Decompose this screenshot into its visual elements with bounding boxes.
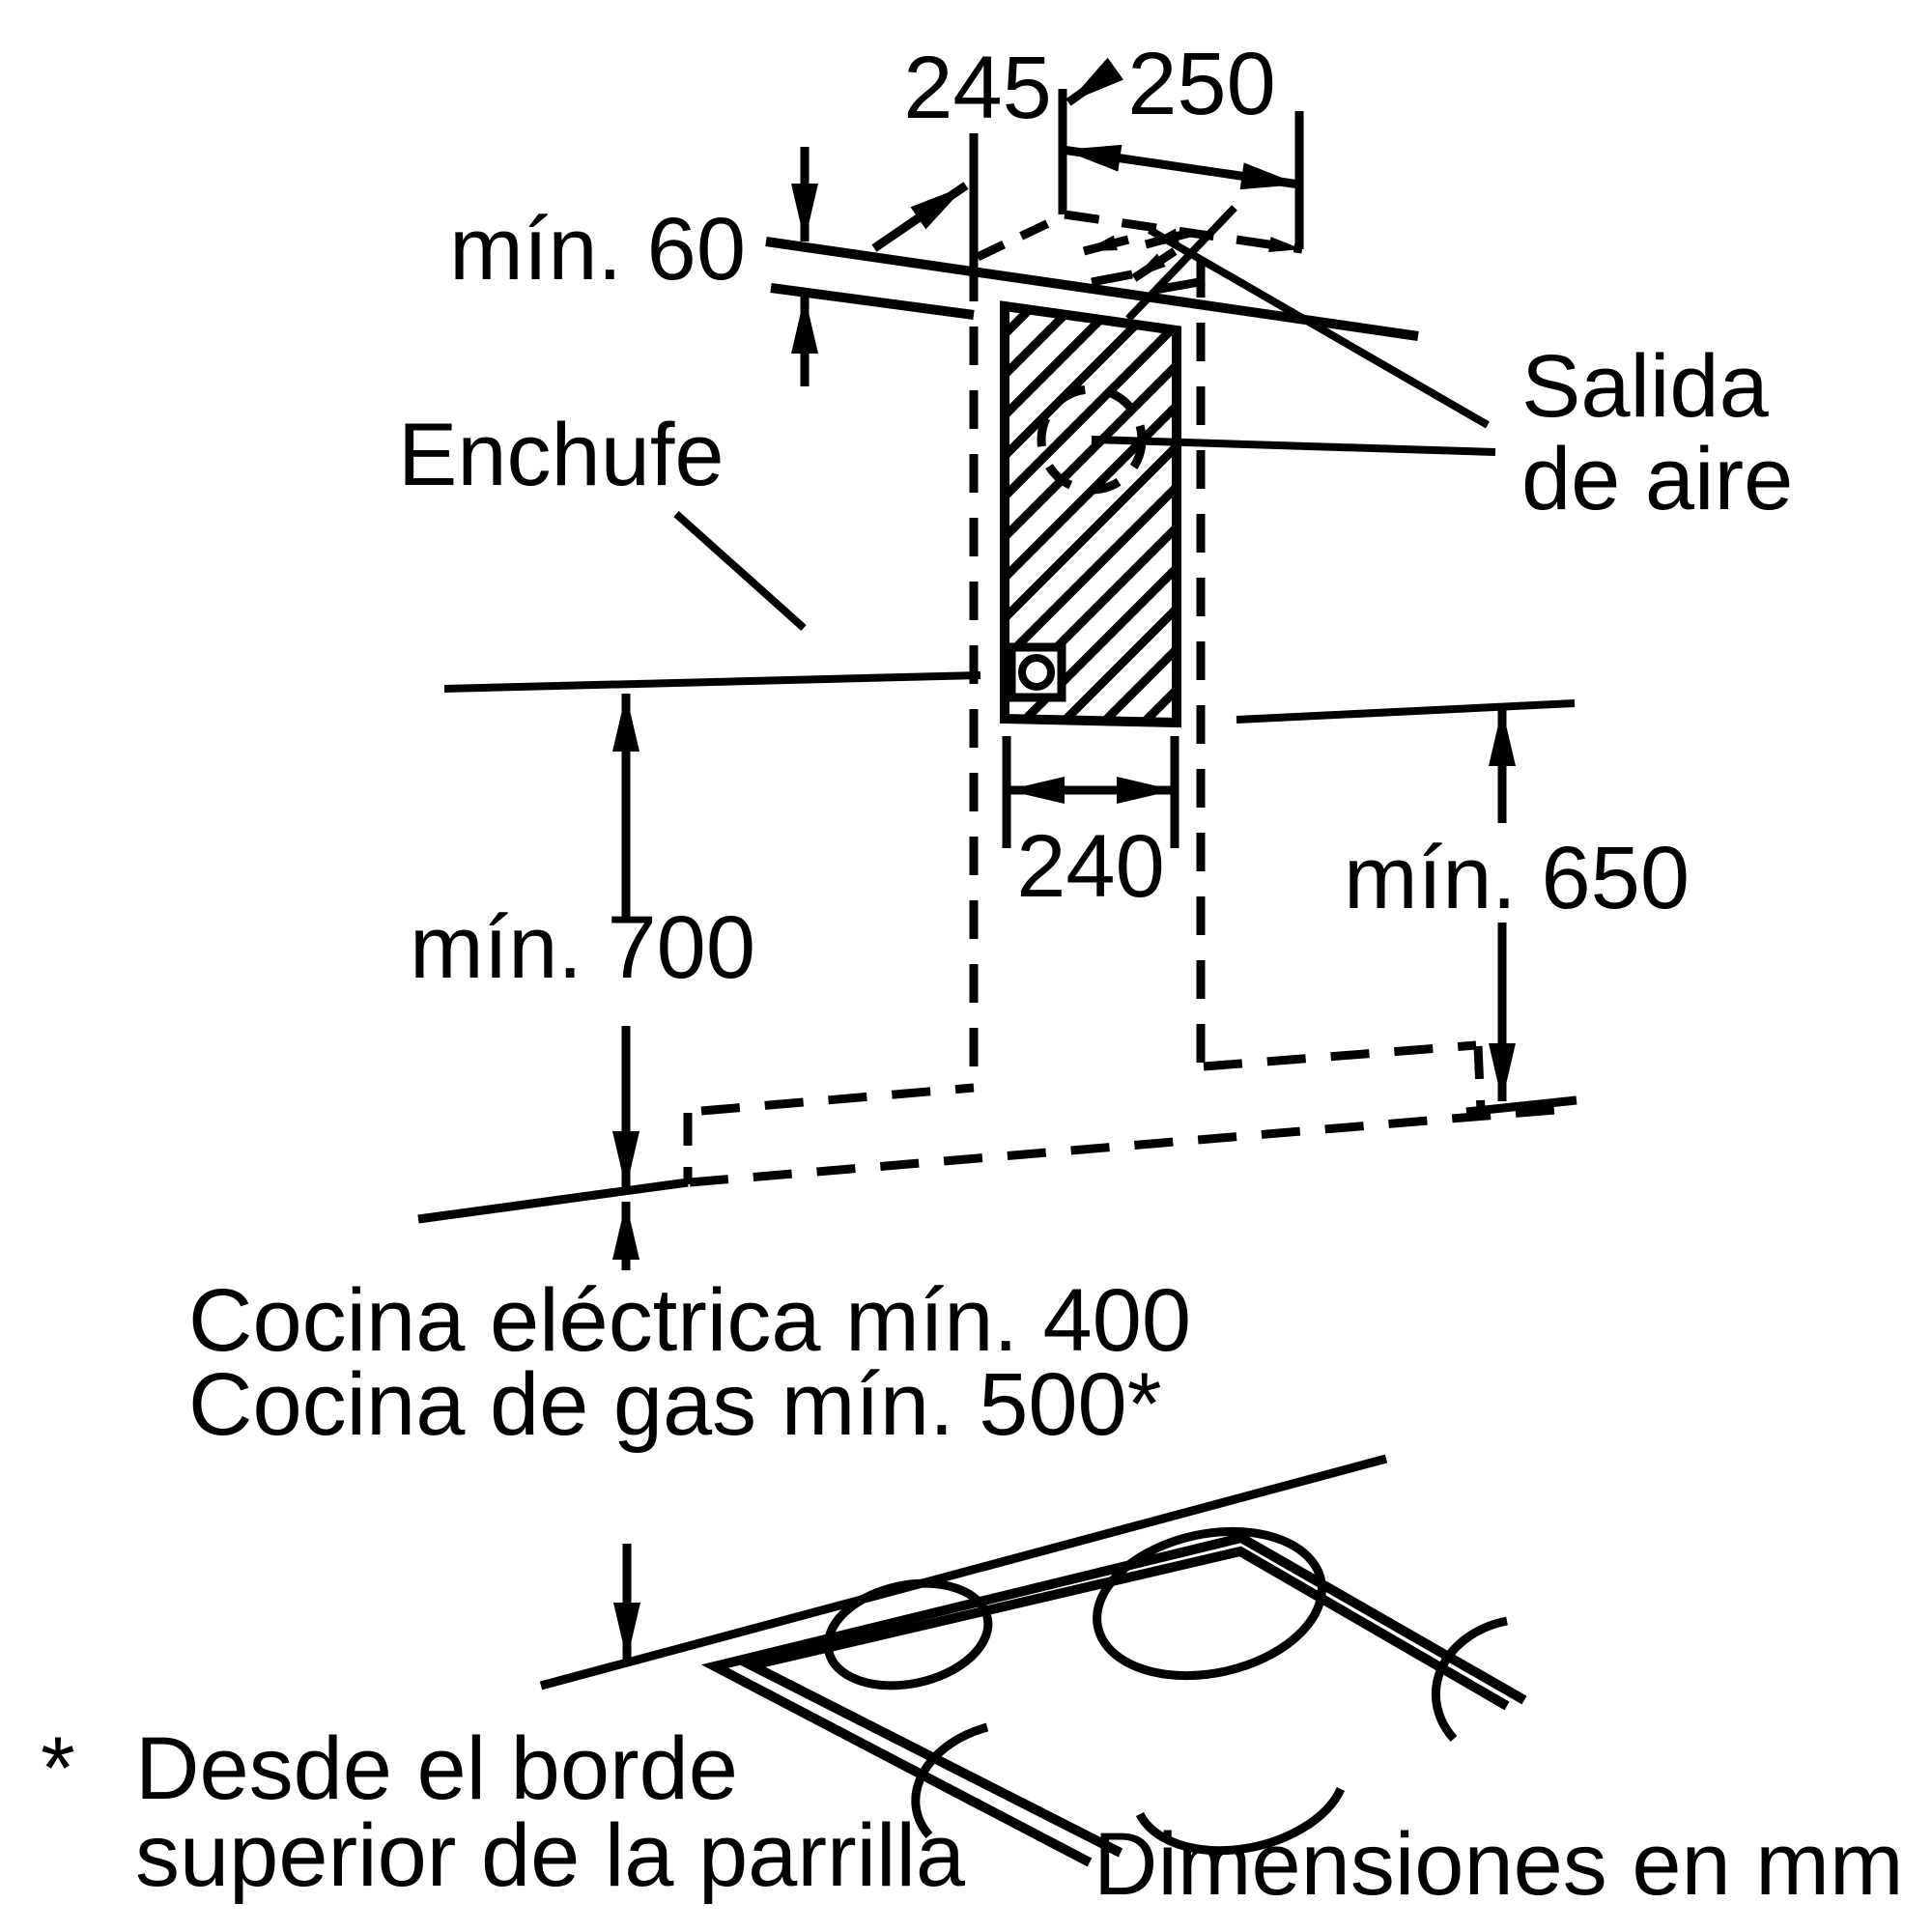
power-plug-socket [1018, 654, 1055, 691]
hood-dashed-top-left [700, 1083, 975, 1116]
label-240: 240 [1016, 817, 1165, 916]
burner-arc [1135, 1787, 1346, 1856]
label-245: 245 [903, 39, 1052, 137]
label-250: 250 [1127, 35, 1276, 133]
diagram-labels: 245 250 mín. 60 Enchufe Salida de aire 2… [41, 35, 1904, 1914]
dim-250 [1058, 89, 1304, 249]
hatched-panel [1000, 300, 1181, 728]
hood-dashed-bottom [689, 1105, 1556, 1187]
burner-arc [911, 1722, 989, 1839]
label-min650: mín. 650 [1344, 829, 1690, 927]
enchufe-leader [673, 511, 807, 631]
chimney-hatched-panel [1000, 300, 1181, 728]
countertop-line [417, 1178, 689, 1224]
label-salida-line1: Salida [1521, 337, 1770, 436]
outlet-side-edge [1125, 205, 1237, 322]
ref-line-right [1236, 699, 1576, 724]
label-enchufe: Enchufe [398, 406, 724, 504]
worktop-edge-line [539, 1454, 1388, 1690]
label-cocina-electrica: Cocina eléctrica mín. 400 [188, 1271, 1191, 1370]
ref-line-left [443, 671, 981, 693]
airflow-dash [1091, 270, 1133, 287]
salida-leader-lower [1091, 436, 1496, 456]
cooktop-drawing [539, 1454, 1527, 1867]
outlet-back-edge [976, 212, 1065, 262]
units-note: Dimensiones en mm [1094, 1815, 1904, 1914]
hood-bottom-reference-lines [443, 671, 1576, 724]
chimney-top-line [770, 283, 975, 320]
leader-lines [673, 226, 1496, 631]
chimney-outline [969, 259, 1206, 1074]
hood-dashed-top-right [1203, 1040, 1477, 1071]
footnote-line2: superior de la parrilla [135, 1806, 966, 1905]
burner-circle [823, 1578, 993, 1690]
footnote-asterisk: * [41, 1719, 75, 1818]
dim-240 [1002, 736, 1179, 848]
airflow-arrow-icon [1131, 247, 1178, 282]
countertop-and-hood-projection [417, 1040, 1556, 1270]
top-outlet-dashed-box [976, 205, 1303, 322]
hood-dashed-right-stub [1473, 1045, 1486, 1112]
airflow-arrow-icon [1082, 235, 1130, 256]
arrow-245-upper [1065, 57, 1123, 106]
dim-245 [871, 57, 1123, 263]
salida-leader-upper [1148, 226, 1490, 429]
footnote-line1: Desde el borde [135, 1719, 738, 1818]
label-salida-line2: de aire [1521, 430, 1793, 528]
label-min60: mín. 60 [449, 200, 746, 298]
label-cocina-gas: Cocina de gas mín. 500* [188, 1355, 1162, 1454]
arrow-245-lower [871, 182, 969, 252]
label-min700: mín. 700 [410, 898, 755, 997]
burner-arc [1431, 1616, 1508, 1743]
burner-circle [1093, 1526, 1326, 1681]
dim-line-250 [1062, 144, 1300, 190]
